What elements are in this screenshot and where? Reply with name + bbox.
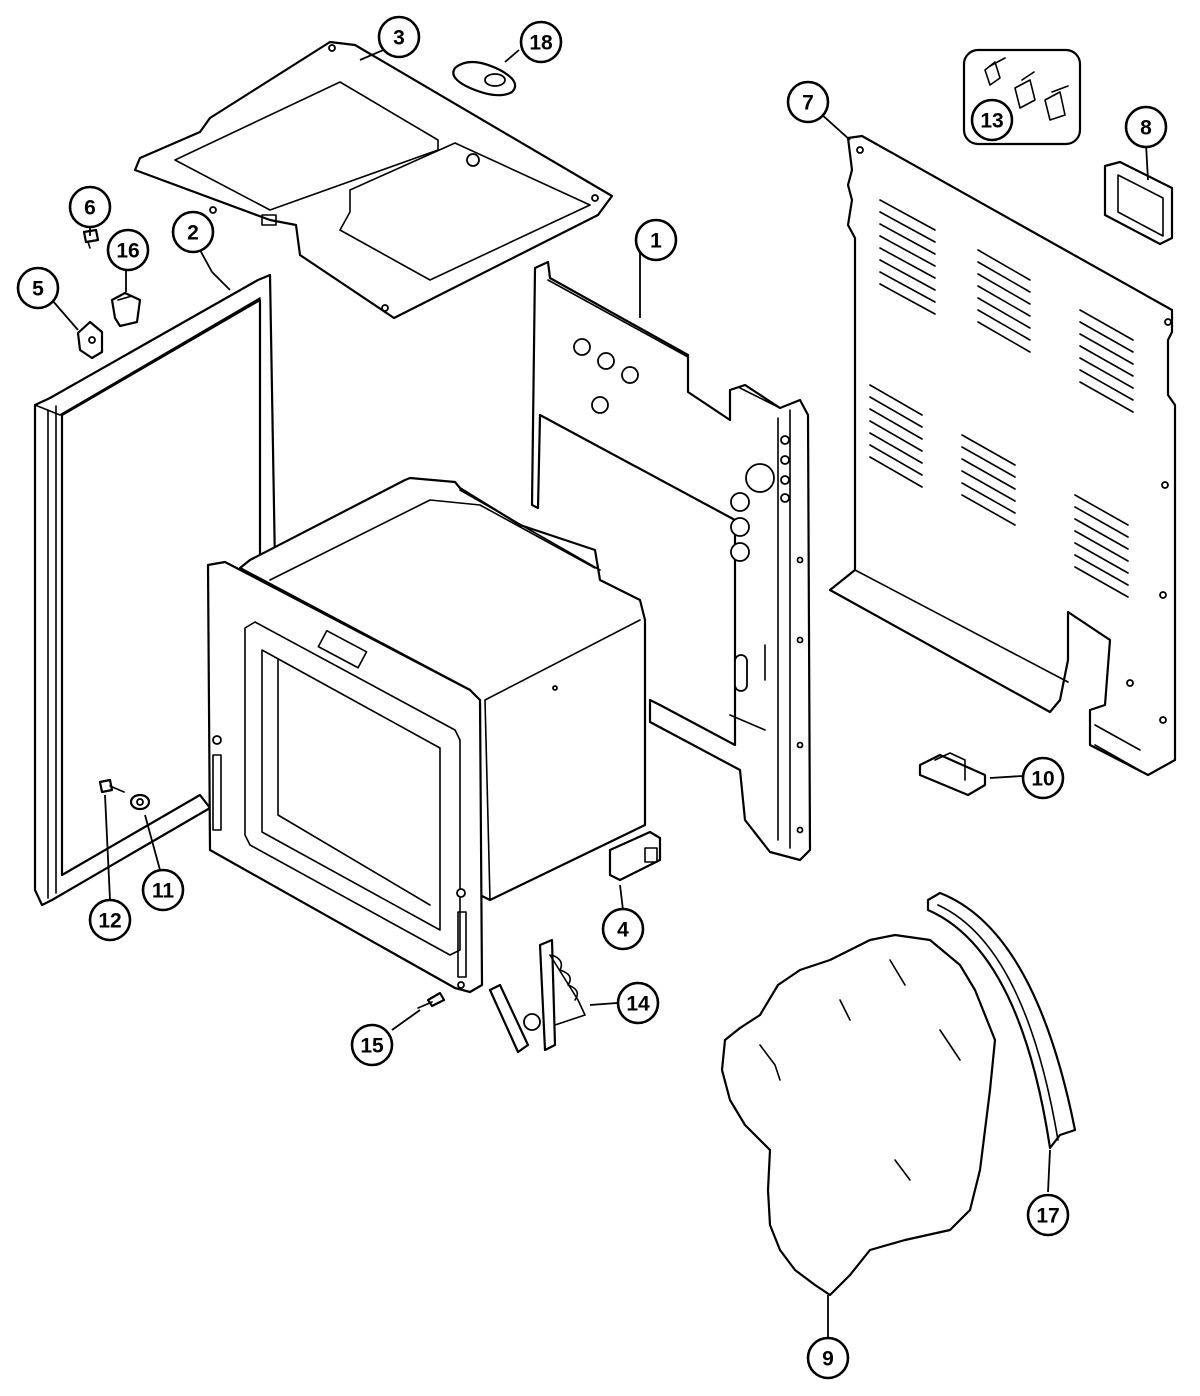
callout-label: 14 [626,993,650,1016]
callout-17: 17 [1026,1193,1070,1237]
rear-panel-part [828,134,1177,777]
oven-cavity-part [206,476,647,994]
callout-9: 9 [806,1336,850,1380]
door-hinge-part [488,938,586,1054]
callout-label: 9 [822,1348,834,1371]
callout-label: 12 [98,910,121,933]
callout-label: 11 [152,880,175,903]
callout-label: 17 [1036,1205,1059,1228]
clip-16-part [110,291,142,328]
callout-label: 18 [529,32,553,55]
callout-13: 13 [970,98,1014,142]
callout-label: 3 [393,27,405,50]
callout-16: 16 [106,228,150,272]
callout-4: 4 [601,907,645,951]
callout-label: 1 [650,230,662,253]
callout-18: 18 [519,20,563,64]
callout-14: 14 [616,981,660,1025]
side-panel-part [530,260,812,862]
callout-11: 11 [141,868,185,912]
callout-12: 12 [88,898,132,942]
screw-12-part [98,778,125,794]
callout-8: 8 [1124,105,1168,149]
callout-label: 10 [1031,768,1054,791]
callout-label: 2 [187,222,199,245]
callout-6: 6 [68,185,112,229]
top-panel-part [133,40,614,320]
callout-label: 13 [980,110,1003,133]
callout-label: 8 [1140,117,1152,140]
plug-button-part [452,60,517,97]
lower-bracket-part [918,752,987,797]
callout-10: 10 [1021,756,1065,800]
callout-15: 15 [350,1023,394,1067]
callout-label: 4 [617,919,629,942]
callout-5: 5 [16,266,60,310]
callout-label: 6 [84,197,96,220]
callout-label: 16 [116,240,139,263]
callout-7: 7 [786,80,830,124]
screw-6-part [82,228,100,249]
corner-bracket-part [1103,160,1174,246]
callout-label: 15 [360,1035,384,1058]
clip-5-part [76,320,104,360]
callout-label: 5 [32,278,44,301]
hinge-bracket-part [608,830,662,882]
nut-11-part [129,793,151,811]
callout-3: 3 [377,15,421,59]
insulation-blanket-part [720,933,997,1297]
callout-label: 7 [802,92,814,115]
front-frame-part [33,273,277,907]
callout-1: 1 [634,218,678,262]
door-gasket-part [926,891,1077,1150]
screw-15-part [417,991,446,1009]
callout-2: 2 [171,210,215,254]
